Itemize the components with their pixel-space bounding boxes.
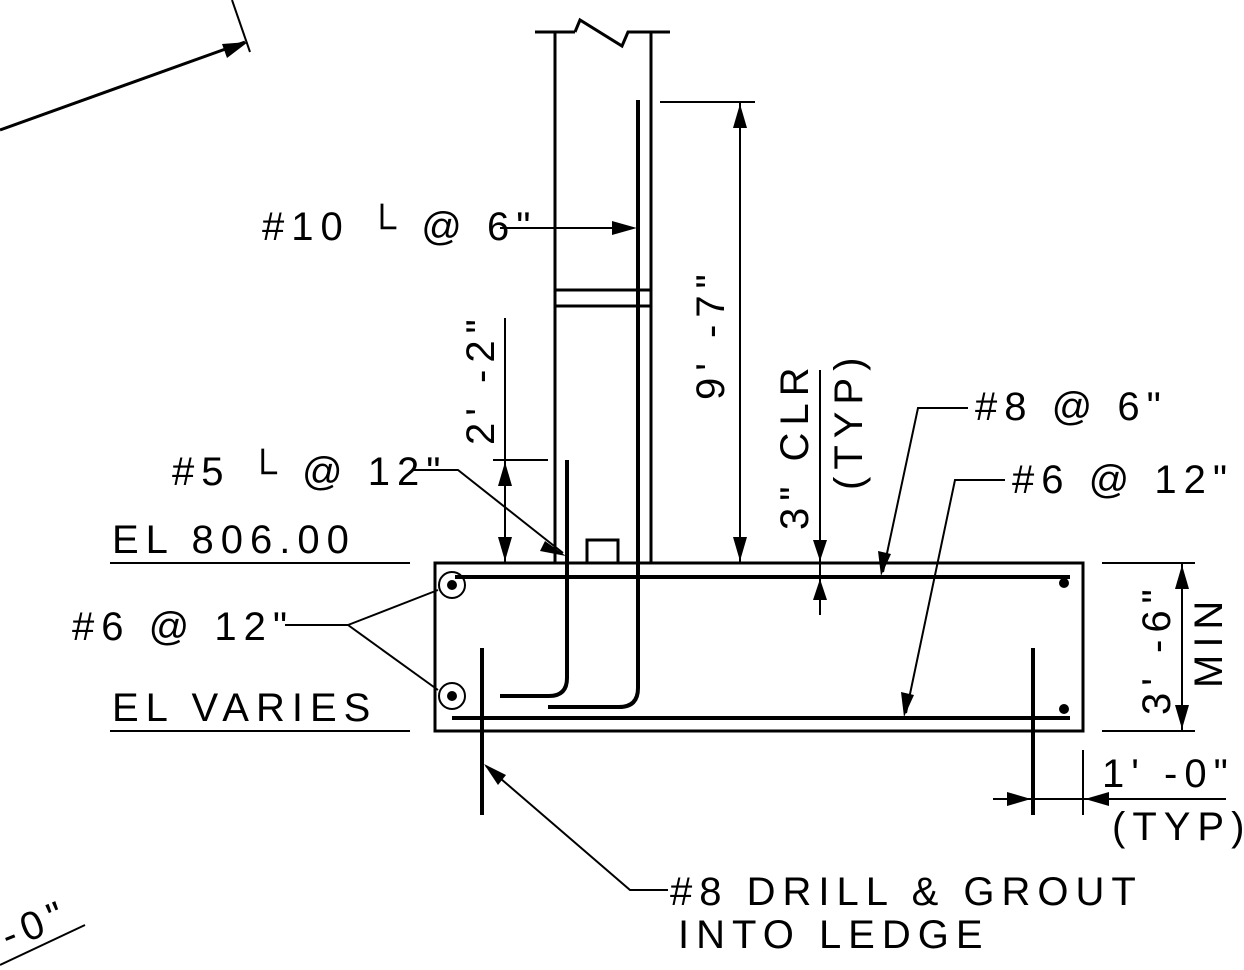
top-mat-leader: #8 @ 6" xyxy=(878,385,1168,576)
clear-cover-dimension: 3" CLR (TYP) xyxy=(773,351,871,615)
drill-grout-leader: #8 DRILL & GROUT INTO LEDGE xyxy=(484,764,1143,957)
edge-typ-label: (TYP) xyxy=(1112,805,1244,849)
partial-dimension-label: -0" xyxy=(0,891,77,958)
bottom-mat-leader: #6 @ 12" xyxy=(901,458,1234,717)
stem-bar-label: #10 └ @ 6" xyxy=(262,203,537,249)
longitudinal-bar-bottom xyxy=(447,691,457,701)
lap-length-label: 2' -2" xyxy=(459,312,503,445)
dowel-bar-5 xyxy=(500,460,569,698)
stem-bar-10 xyxy=(548,100,640,709)
reinforcement-bars xyxy=(438,100,1070,815)
depth-min-label: MIN xyxy=(1187,594,1231,688)
depth-label: 3' -6" xyxy=(1135,582,1179,715)
partial-dimension-line-top-left xyxy=(0,0,251,132)
longitudinal-bar-top xyxy=(447,580,457,590)
stem-bar-leader: #10 └ @ 6" xyxy=(262,203,637,249)
dowel-leader: #5 └ @ 12" xyxy=(172,448,566,556)
longitudinal-label: #6 @ 12" xyxy=(72,605,294,649)
clear-cover-typ: (TYP) xyxy=(827,351,871,490)
el-top-label: EL 806.00 xyxy=(112,518,356,562)
longitudinal-bar-bottom-ring xyxy=(438,682,466,710)
bottom-mat-label: #6 @ 12" xyxy=(1012,458,1234,502)
corner-bar-bottom-right xyxy=(1059,704,1069,714)
partial-dimension-bottom-left: -0" xyxy=(0,891,86,966)
stem-height-dimension: 9' -7" xyxy=(660,101,755,563)
longitudinal-leader: #6 @ 12" xyxy=(72,589,439,691)
shear-key xyxy=(585,538,620,563)
lap-length-dimension: 2' -2" xyxy=(459,312,548,563)
el-bottom-label: EL VARIES xyxy=(112,686,377,730)
drill-grout-label-1: #8 DRILL & GROUT xyxy=(670,870,1143,914)
depth-dimension: 3' -6" MIN xyxy=(1102,562,1231,732)
stem-wall xyxy=(535,17,670,563)
top-mat-label: #8 @ 6" xyxy=(975,385,1168,429)
clear-cover-label: 3" CLR xyxy=(773,360,817,530)
stem-height-label: 9' -7" xyxy=(689,267,733,400)
longitudinal-bar-top-ring xyxy=(438,571,466,599)
corner-bar-top-right xyxy=(1059,578,1069,588)
drill-grout-label-2: INTO LEDGE xyxy=(678,913,990,957)
edge-dimension: 1' -0" (TYP) xyxy=(993,750,1244,849)
dowel-label: #5 └ @ 12" xyxy=(172,448,447,494)
edge-label: 1' -0" xyxy=(1102,752,1235,796)
footing-outline xyxy=(433,561,1085,733)
